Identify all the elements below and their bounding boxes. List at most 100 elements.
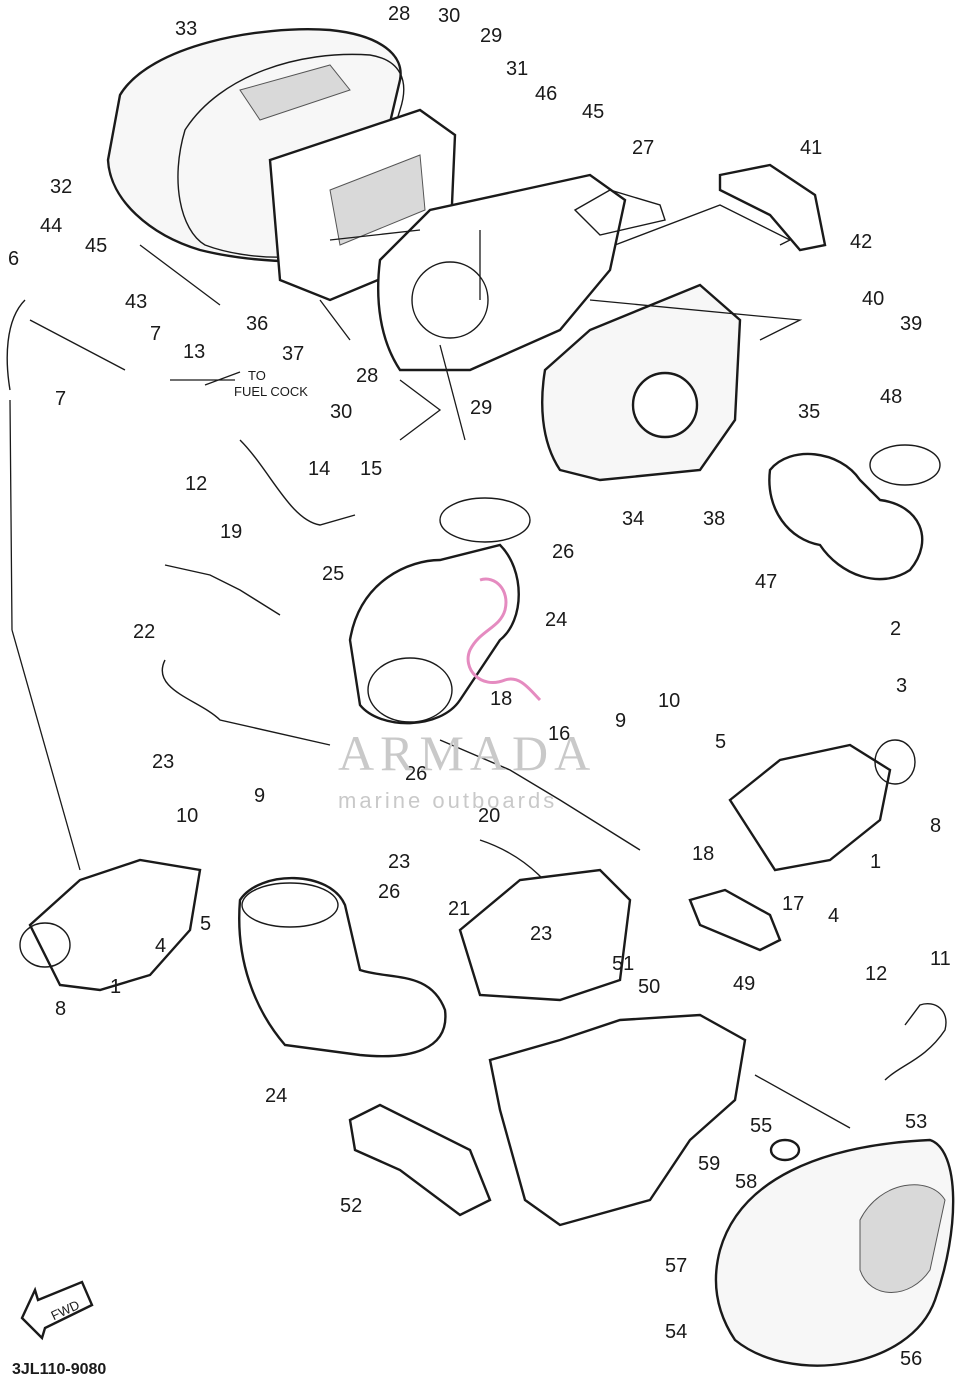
callout-52: 52	[340, 1195, 362, 1217]
callout-27: 27	[632, 137, 654, 159]
callout-18-upper: 18	[490, 688, 512, 710]
callout-35: 35	[798, 401, 820, 423]
callout-41: 41	[800, 137, 822, 159]
part-clamp-26-lower	[241, 882, 339, 928]
callout-20: 20	[478, 805, 500, 827]
callout-36: 36	[246, 313, 268, 335]
part-clamp-26-middle	[367, 657, 453, 723]
diagram-code: 3JL110-9080	[12, 1361, 106, 1378]
forward-arrow-icon	[20, 1280, 94, 1341]
fuel-cock-arrow	[204, 371, 241, 386]
callout-42: 42	[850, 231, 872, 253]
part-clamp-26-upper	[439, 497, 531, 543]
callout-33: 33	[175, 18, 197, 40]
part-hose-11	[884, 1003, 947, 1081]
callout-22: 22	[133, 621, 155, 643]
callout-24-upper: 24	[545, 609, 567, 631]
callout-5-left: 5	[200, 913, 211, 935]
callout-7-lower: 7	[55, 388, 66, 410]
callout-9-left: 9	[254, 785, 265, 807]
callout-8-right: 8	[930, 815, 941, 837]
callout-45-left: 45	[85, 235, 107, 257]
callout-57: 57	[665, 1255, 687, 1277]
callout-23-lower: 23	[530, 923, 552, 945]
callout-30-top: 30	[438, 5, 460, 27]
callout-40: 40	[862, 288, 884, 310]
callout-1-right: 1	[870, 851, 881, 873]
watermark-logo	[466, 577, 542, 702]
callout-3: 3	[896, 675, 907, 697]
callout-26-upper: 26	[552, 541, 574, 563]
part-air-box-port	[411, 261, 489, 339]
callout-10-right: 10	[658, 690, 680, 712]
watermark: ARMADA marine outboards	[338, 577, 590, 813]
callout-32: 32	[50, 176, 72, 198]
callout-29-top: 29	[480, 25, 502, 47]
callout-37: 37	[282, 343, 304, 365]
part-intake-joint-right	[768, 452, 924, 581]
callout-38: 38	[703, 508, 725, 530]
part-cover-mesh-54	[859, 1184, 946, 1293]
part-bracket-49	[488, 1013, 747, 1227]
part-manifold-right	[728, 743, 892, 872]
callout-12-upper: 12	[185, 473, 207, 495]
fuel-cock-note-line2: FUEL COCK	[234, 384, 308, 399]
part-hose-22	[161, 659, 331, 746]
callout-28-top: 28	[388, 3, 410, 25]
callout-1-left: 1	[110, 976, 121, 998]
callout-labels: 33 28 30 29 31 46 45 27 41 32 44 45 43 4…	[8, 3, 951, 1370]
callout-4-right: 4	[828, 905, 839, 927]
callout-5-right: 5	[715, 731, 726, 753]
part-air-box-case	[377, 173, 627, 372]
callout-30-mid: 30	[330, 401, 352, 423]
part-o-ring-8-right	[874, 739, 916, 785]
callout-43: 43	[125, 291, 147, 313]
part-o-ring-8-left	[19, 922, 71, 968]
callout-54: 54	[665, 1321, 687, 1343]
part-hose-19	[164, 564, 281, 616]
part-air-box-cover-hole	[631, 371, 699, 439]
callout-12-lower: 12	[865, 963, 887, 985]
callout-2: 2	[890, 618, 901, 640]
callout-46: 46	[535, 83, 557, 105]
part-element-mesh	[239, 64, 351, 121]
callout-51: 51	[612, 953, 634, 975]
callout-29-mid: 29	[470, 397, 492, 419]
callout-26-mid: 26	[405, 763, 427, 785]
part-grommet-55	[769, 1138, 801, 1162]
callout-47: 47	[755, 571, 777, 593]
callout-9-right: 9	[615, 710, 626, 732]
callout-8-left: 8	[55, 998, 66, 1020]
callout-56: 56	[900, 1348, 922, 1370]
part-brace-52	[348, 1103, 492, 1217]
watermark-subtitle: marine outboards	[338, 788, 557, 813]
callout-31: 31	[506, 58, 528, 80]
callout-48: 48	[880, 386, 902, 408]
callout-13: 13	[183, 341, 205, 363]
callout-49: 49	[733, 973, 755, 995]
callout-14: 14	[308, 458, 330, 480]
callout-39: 39	[900, 313, 922, 335]
part-air-box-bracket	[573, 189, 666, 236]
part-bracket-41	[718, 163, 827, 252]
callout-28-mid: 28	[356, 365, 378, 387]
part-filter-element-mesh	[329, 154, 426, 246]
callout-4-left: 4	[155, 935, 166, 957]
part-hose-14	[239, 439, 356, 526]
callout-7-upper: 7	[150, 323, 161, 345]
callout-19: 19	[220, 521, 242, 543]
callout-25: 25	[322, 563, 344, 585]
forward-arrow: FWD	[20, 1280, 94, 1341]
part-hose-16	[439, 739, 641, 851]
fuel-cock-note-line1: TO	[248, 368, 266, 383]
part-intake-joint-middle	[348, 543, 520, 725]
part-breather-17	[688, 888, 782, 952]
callout-17: 17	[782, 893, 804, 915]
callout-26-lower: 26	[378, 881, 400, 903]
callout-21: 21	[448, 898, 470, 920]
callout-34: 34	[622, 508, 644, 530]
callout-58: 58	[735, 1171, 757, 1193]
leader-lines	[9, 204, 803, 871]
callout-6: 6	[8, 248, 19, 270]
callout-24-lower: 24	[265, 1085, 287, 1107]
